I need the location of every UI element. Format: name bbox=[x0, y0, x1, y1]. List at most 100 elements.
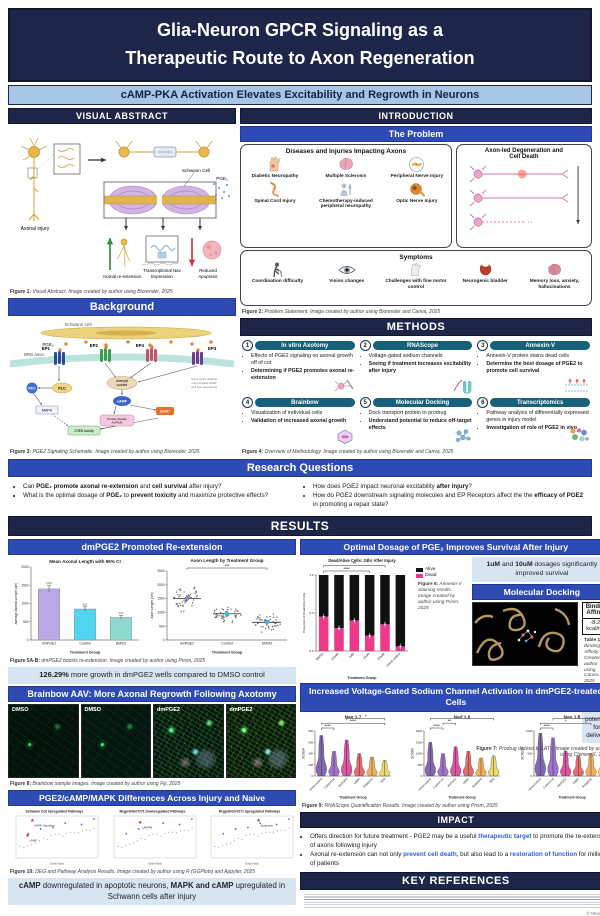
research-question: How does PGE2 impact neuronal excitabili… bbox=[313, 483, 586, 492]
introduction-header: INTRODUCTION bbox=[240, 108, 592, 124]
svg-text:500: 500 bbox=[159, 625, 165, 629]
svg-text:2000: 2000 bbox=[21, 565, 28, 569]
svg-text:MAPK: MAPK bbox=[42, 409, 53, 413]
svg-text:500: 500 bbox=[23, 620, 29, 624]
svg-text:EPAC: EPAC bbox=[160, 410, 170, 414]
svg-text:cAMP: cAMP bbox=[142, 825, 150, 829]
impact-bullet: Axonal re-extension can not only prevent… bbox=[310, 850, 600, 868]
svg-text:Odds Ratio: Odds Ratio bbox=[50, 861, 64, 865]
outcome2-label-2: Expression bbox=[151, 274, 173, 279]
svg-text:*: * bbox=[365, 714, 367, 718]
annexin-membrane-icon bbox=[564, 379, 590, 394]
figure4-caption: Figure 4: Overview of Methodology. Image… bbox=[240, 448, 592, 456]
svg-text:***: *** bbox=[225, 563, 230, 568]
method-pill: In vitro Axotomy bbox=[255, 341, 355, 350]
svg-text:cAMP: cAMP bbox=[353, 776, 361, 784]
molecular-docking-header: Molecular Docking bbox=[472, 584, 600, 600]
disease-item: Multiple Sclerosis bbox=[307, 156, 385, 180]
brainbow-images: DMSO DMSO dmPGE2 dmPGE2 bbox=[8, 704, 296, 778]
symptom-item: Vision changes bbox=[314, 262, 379, 291]
brainbow-panel: dmPGE2 bbox=[226, 704, 297, 778]
axon-zoom-box bbox=[54, 144, 80, 174]
neurogenic-bladder-icon bbox=[478, 262, 493, 278]
disease-item: Spinal Cord Injury bbox=[245, 181, 305, 211]
svg-text:****: **** bbox=[344, 566, 351, 571]
ep1-label: EP1 bbox=[42, 346, 51, 351]
outcome1-label: Axonal re-extension bbox=[103, 274, 142, 279]
impact-bullet: Offers direction for future treatment - … bbox=[310, 832, 600, 850]
brain-ms-icon bbox=[337, 156, 354, 173]
svg-text:0.0: 0.0 bbox=[309, 649, 314, 653]
svg-text:**: ** bbox=[353, 561, 357, 566]
research-questions: Can PGE₂ promote axonal re-extension and… bbox=[8, 480, 592, 513]
svg-text:dmPGE2: dmPGE2 bbox=[556, 776, 567, 787]
svg-text:****: **** bbox=[325, 723, 332, 728]
brainbow-header: Brainbow AAV: More Axonal Regrowth Follo… bbox=[8, 686, 296, 702]
brainbow-panel: DMSO bbox=[81, 704, 152, 778]
methods-grid: 1In vitro Axotomy Effects of PGE2 signal… bbox=[240, 338, 592, 446]
title-line-2: Therapeutic Route to Axon Regeneration bbox=[14, 45, 586, 73]
ep2-receptor-icon bbox=[100, 345, 111, 362]
svg-text:Control: Control bbox=[221, 642, 233, 646]
svg-text:Dead/Alive Cells: 24hr After I: Dead/Alive Cells: 24hr After Injury bbox=[328, 558, 396, 563]
svg-text:Butaprost: Butaprost bbox=[581, 776, 593, 788]
method-pill: RNAScope bbox=[373, 341, 473, 350]
svg-text:Average Axonal Length (um): Average Axonal Length (um) bbox=[14, 583, 18, 625]
svg-text:MAPK Signaling: MAPK Signaling bbox=[34, 824, 55, 828]
svg-text:cAMP: cAMP bbox=[462, 776, 470, 784]
reconnected-neurons-icon bbox=[116, 141, 212, 157]
impact-list: Offers direction for future treatment - … bbox=[300, 832, 600, 869]
svg-text:Treatment Group: Treatment Group bbox=[348, 676, 378, 680]
pge2-signaling-schematic: Schwann cell PGE₂ DRG Axon EP1 EP2 EP4 bbox=[8, 318, 236, 446]
references-text bbox=[304, 894, 600, 909]
svg-text:cAMP: cAMP bbox=[571, 776, 579, 784]
fine-motor-icon bbox=[408, 262, 423, 278]
figure6-caption: Figure 6: Annexin-V Staining results. Im… bbox=[416, 581, 468, 613]
ep3-label: EP3 bbox=[208, 346, 217, 351]
svg-text:1500: 1500 bbox=[416, 740, 422, 744]
ep4-receptor-icon bbox=[146, 345, 157, 362]
svg-text:Butaprost: Butaprost bbox=[362, 776, 374, 788]
poster-subtitle: cAMP-PKA Activation Elevates Excitabilit… bbox=[8, 85, 592, 105]
molecule-icon bbox=[454, 428, 472, 444]
umap-cluster-icon bbox=[568, 427, 590, 444]
disease-item: Diabetic Neuropathy bbox=[245, 156, 305, 180]
author-credit: © Nhanu, U bbox=[300, 911, 600, 916]
svg-text:Uncut control: Uncut control bbox=[418, 776, 433, 791]
svg-text:Uncut control: Uncut control bbox=[308, 776, 323, 791]
svg-text:Treatment Group: Treatment Group bbox=[449, 795, 476, 799]
disease-item: Peripheral Nerve Injury bbox=[387, 156, 447, 180]
svg-text:800: 800 bbox=[309, 729, 314, 733]
hand-neuropathy-icon bbox=[266, 156, 283, 173]
svg-text:0: 0 bbox=[530, 774, 532, 778]
svg-text:DMSO: DMSO bbox=[315, 652, 325, 662]
svg-text:Mrgprd/Gm7271 Upregulated Path: Mrgprd/Gm7271 Upregulated Pathways bbox=[219, 809, 281, 813]
svg-text:Schwann Cell Upregulated Pathw: Schwann Cell Upregulated Pathways bbox=[26, 809, 84, 813]
svg-text:dmPGE2: dmPGE2 bbox=[180, 642, 194, 646]
svg-text:0: 0 bbox=[421, 774, 423, 778]
svg-text:2000: 2000 bbox=[157, 583, 164, 587]
figure8-caption: Figure 8: Brainbow sample images. Image … bbox=[8, 780, 296, 788]
method-pill: Annexin-V bbox=[490, 341, 590, 350]
results-header: RESULTS bbox=[8, 516, 592, 536]
symptom-item: Coordination difficulty bbox=[245, 262, 310, 291]
svg-text:SCN10A: SCN10A bbox=[520, 746, 524, 759]
title-line-1: Glia-Neuron GPCR Signaling as a bbox=[14, 17, 586, 45]
method-pill: Brainbow bbox=[255, 398, 355, 407]
symptom-item: Challenges with fine motor control bbox=[384, 262, 449, 291]
svg-text:Apoptosis: Apoptosis bbox=[261, 824, 274, 828]
svg-text:dmPGE2: dmPGE2 bbox=[337, 776, 348, 787]
myelin-axon-diagram bbox=[104, 182, 216, 218]
axonal-injury-label: Axonal injury bbox=[21, 226, 50, 232]
figure1-caption: Figure 1: Visual Abstract. Image created… bbox=[8, 288, 236, 296]
svg-text:HEB: HEB bbox=[379, 776, 386, 783]
optimal-dosage-header: Optimal Dosage of PGE₂ Improves Survival… bbox=[300, 539, 600, 555]
